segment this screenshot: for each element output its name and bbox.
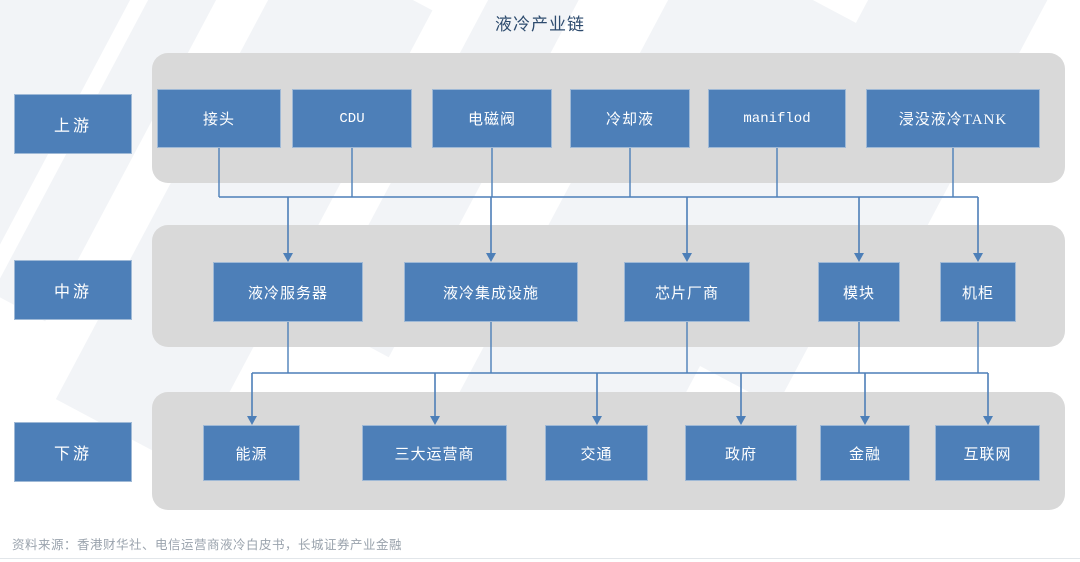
source-note: 资料来源：香港财华社、电信运营商液冷白皮书，长城证券产业金融 (12, 538, 403, 552)
node-midstream-2[interactable]: 芯片厂商 (624, 262, 750, 322)
bottom-divider (0, 558, 1080, 559)
node-downstream-3[interactable]: 政府 (685, 425, 797, 481)
node-upstream-4[interactable]: maniflod (708, 89, 846, 148)
node-upstream-3[interactable]: 冷却液 (570, 89, 690, 148)
node-downstream-2[interactable]: 交通 (545, 425, 648, 481)
page-title: 液冷产业链 (495, 15, 585, 34)
node-upstream-2[interactable]: 电磁阀 (432, 89, 552, 148)
stage-label-downstream[interactable]: 下游 (14, 422, 132, 482)
node-midstream-1[interactable]: 液冷集成设施 (404, 262, 578, 322)
node-downstream-0[interactable]: 能源 (203, 425, 300, 481)
node-upstream-5[interactable]: 浸没液冷TANK (866, 89, 1040, 148)
node-downstream-4[interactable]: 金融 (820, 425, 910, 481)
node-midstream-4[interactable]: 机柜 (940, 262, 1016, 322)
node-upstream-1[interactable]: CDU (292, 89, 412, 148)
node-midstream-3[interactable]: 模块 (818, 262, 900, 322)
stage-label-midstream[interactable]: 中游 (14, 260, 132, 320)
node-downstream-5[interactable]: 互联网 (935, 425, 1040, 481)
node-upstream-0[interactable]: 接头 (157, 89, 281, 148)
stage-label-upstream[interactable]: 上游 (14, 94, 132, 154)
node-downstream-1[interactable]: 三大运营商 (362, 425, 507, 481)
node-midstream-0[interactable]: 液冷服务器 (213, 262, 363, 322)
